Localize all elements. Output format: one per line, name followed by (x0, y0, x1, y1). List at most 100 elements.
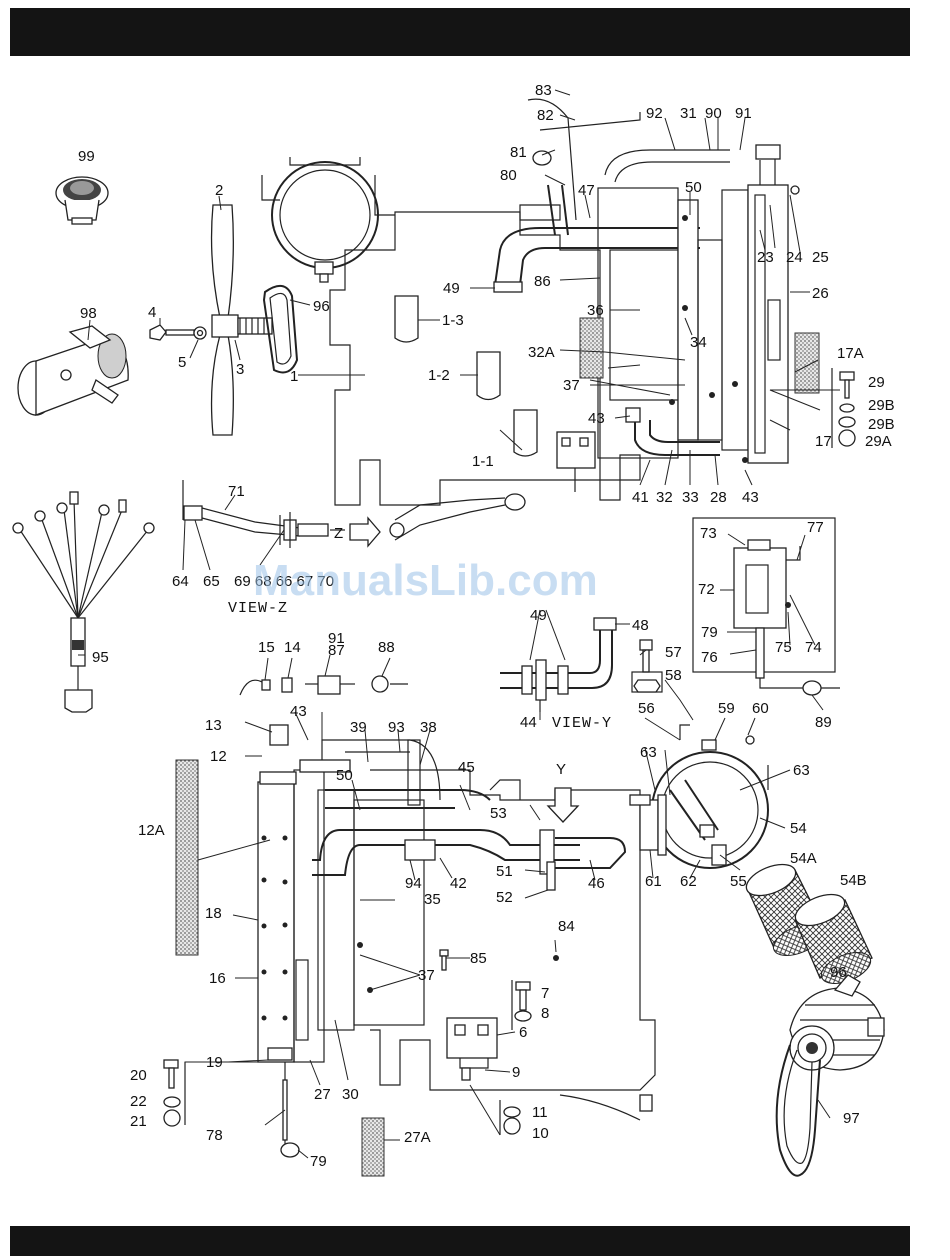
callout-20: 20 (130, 1067, 147, 1084)
callout-33: 33 (682, 489, 699, 506)
callout-39: 39 (350, 719, 367, 736)
callout-77: 77 (807, 519, 824, 536)
mount-bracket-6 (446, 1017, 498, 1081)
part-block-27A (361, 1117, 385, 1177)
bolt-set-29 (831, 368, 856, 448)
callout-59: 59 (718, 700, 735, 717)
callout-28: 28 (710, 489, 727, 506)
callout-95: 95 (92, 649, 109, 666)
callout-25: 25 (812, 249, 829, 266)
callout-89: 89 (815, 714, 832, 731)
callout-87: 87 (328, 642, 345, 659)
lower-engine-outline (370, 769, 656, 1121)
upper-radiator-assembly (493, 98, 800, 464)
reservoir-assembly (692, 517, 840, 696)
view-y-assembly (500, 617, 617, 712)
callout-23: 23 (757, 249, 774, 266)
callout-91-b: 91 (328, 630, 345, 647)
callout-29: 29 (868, 374, 885, 391)
callout-2: 2 (215, 182, 223, 199)
y-direction-arrow (546, 787, 580, 823)
callout-1-3: 1-3 (442, 312, 464, 329)
callout-42: 42 (450, 875, 467, 892)
callout-29B-second: 29B (868, 416, 895, 433)
callout-18: 18 (205, 905, 222, 922)
bolt-set-20-22-21 (163, 1059, 186, 1127)
watermark: ManualsLib.com (253, 556, 598, 605)
callout-83: 83 (535, 82, 552, 99)
callout-72: 72 (698, 581, 715, 598)
callout-63: 63 (640, 744, 657, 761)
callout-69-70: 69 68 66 67 70 (234, 573, 334, 590)
callout-32A: 32A (528, 344, 555, 361)
filter-elements (745, 863, 873, 984)
callout-36: 36 (587, 302, 604, 319)
air-cleaner-54 (639, 724, 769, 869)
callout-78: 78 (206, 1127, 223, 1144)
callout-43: 43 (588, 410, 605, 427)
callout-63-b: 63 (793, 762, 810, 779)
callout-17A: 17A (837, 345, 864, 362)
bolt-4-washer-5 (149, 324, 207, 341)
callout-29A: 29A (865, 433, 892, 450)
callout-73: 73 (700, 525, 717, 542)
callout-92: 92 (646, 105, 663, 122)
part-block-17A (794, 332, 820, 394)
callout-96-b: 96 (830, 964, 847, 981)
z-arrow-label: Z (334, 525, 343, 542)
callout-labels: 83 82 92 31 90 91 81 80 47 50 25 24 23 2… (78, 82, 895, 1170)
callout-24: 24 (786, 249, 803, 266)
clamp-81 (532, 150, 552, 166)
callout-15: 15 (258, 639, 275, 656)
leader-lines (78, 89, 840, 1159)
callout-52: 52 (496, 889, 513, 906)
callout-98: 98 (80, 305, 97, 322)
callout-12A: 12A (138, 822, 165, 839)
view-z-assembly (182, 480, 526, 548)
callout-1: 1 (290, 368, 298, 385)
callout-27: 27 (314, 1086, 331, 1103)
callout-43-b: 43 (742, 489, 759, 506)
callout-49-b: 49 (530, 607, 547, 624)
callout-65: 65 (203, 573, 220, 590)
callout-58: 58 (665, 667, 682, 684)
callout-74: 74 (805, 639, 822, 656)
callout-55: 55 (730, 873, 747, 890)
callout-90: 90 (705, 105, 722, 122)
callout-54B: 54B (840, 872, 867, 889)
callout-43-c: 43 (290, 703, 307, 720)
callout-7: 7 (541, 985, 549, 1002)
callout-84: 84 (558, 918, 575, 935)
callout-50-b: 50 (336, 767, 353, 784)
cylinder-liners (394, 295, 538, 457)
bolt-57-nut-58 (631, 639, 663, 693)
flywheel-housing (271, 157, 379, 283)
callout-96: 96 (313, 298, 330, 315)
callout-75: 75 (775, 639, 792, 656)
callout-45: 45 (458, 759, 475, 776)
sensor-parts (239, 675, 408, 696)
callout-56: 56 (638, 700, 655, 717)
fan-belt-97 (775, 1044, 821, 1177)
callout-97: 97 (843, 1110, 860, 1127)
callout-4: 4 (148, 304, 156, 321)
callout-12: 12 (210, 748, 227, 765)
header-bar (10, 8, 910, 56)
y-arrow-label: Y (556, 761, 566, 778)
footer-bar (10, 1226, 910, 1256)
callout-79: 79 (701, 624, 718, 641)
callout-38: 38 (420, 719, 437, 736)
callout-91: 91 (735, 105, 752, 122)
callout-57: 57 (665, 644, 682, 661)
lower-radiator-assembly (257, 724, 627, 1158)
callout-14: 14 (284, 639, 301, 656)
callout-29B-first: 29B (868, 397, 895, 414)
callout-35: 35 (424, 891, 441, 908)
callout-32: 32 (656, 489, 673, 506)
callout-9: 9 (512, 1064, 520, 1081)
callout-1-1: 1-1 (472, 453, 494, 470)
callout-81: 81 (510, 144, 527, 161)
callout-53: 53 (490, 805, 507, 822)
wire-harness-95 (12, 491, 155, 713)
